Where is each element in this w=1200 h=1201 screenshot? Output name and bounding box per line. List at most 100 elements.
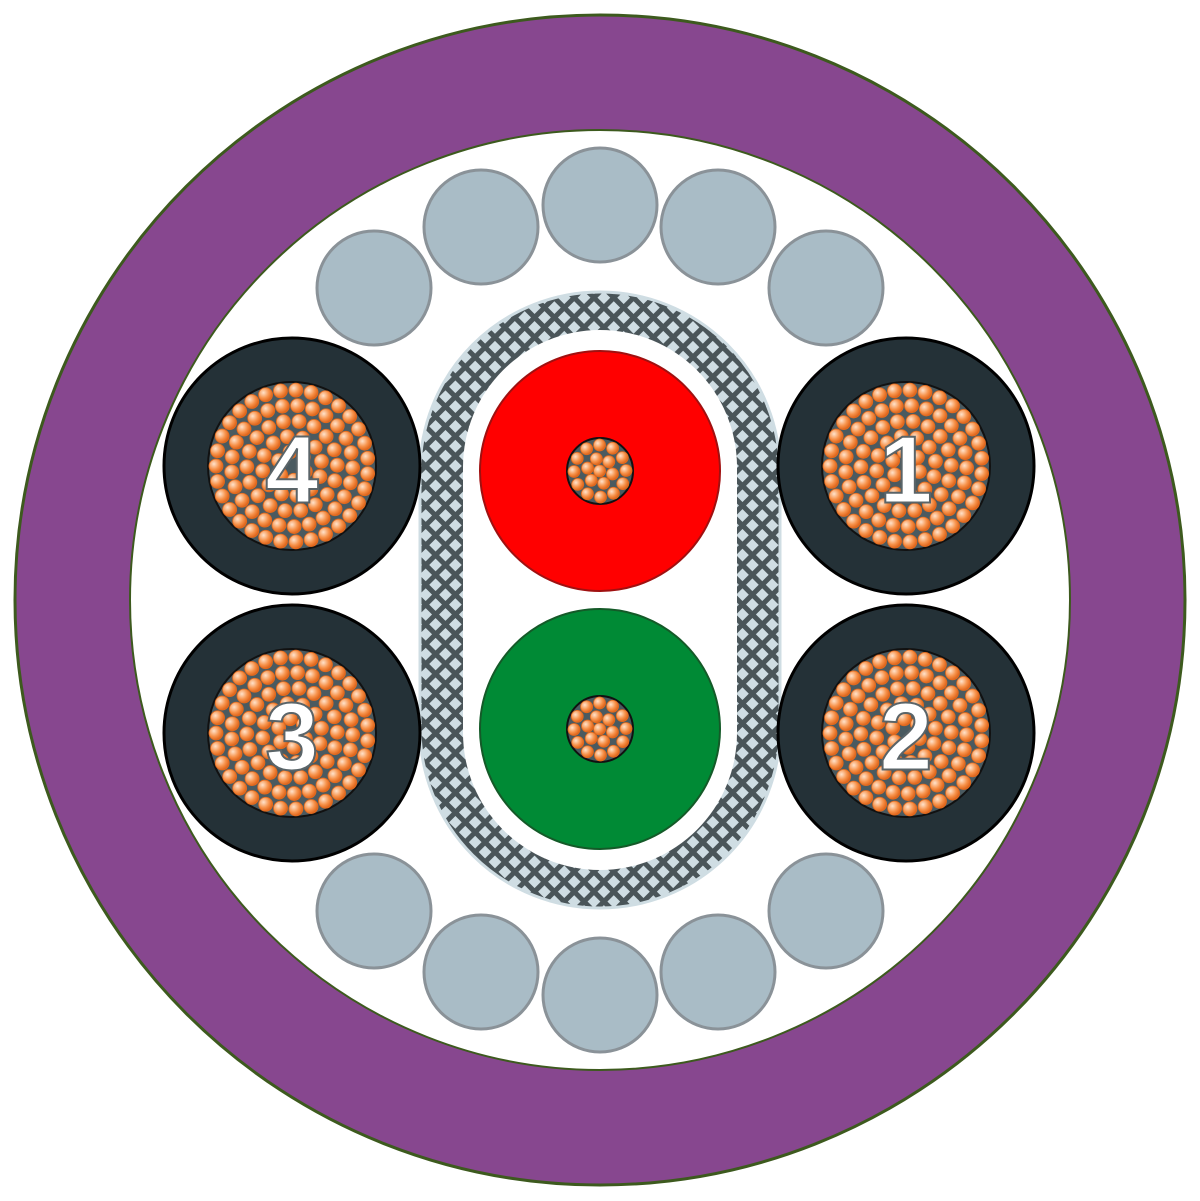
strand [338, 697, 354, 713]
strand [850, 688, 866, 704]
strand [879, 435, 895, 451]
strand [327, 768, 343, 784]
strand [242, 474, 258, 490]
strand [950, 489, 966, 505]
strand [288, 534, 304, 550]
strand [318, 675, 334, 691]
strand [874, 403, 890, 418]
strand [581, 461, 594, 475]
strand [932, 793, 947, 809]
conductor-strands [207, 648, 377, 818]
strand [273, 533, 288, 549]
strand [258, 387, 273, 403]
strand [602, 713, 616, 727]
strand [244, 771, 260, 786]
strand [887, 734, 902, 750]
strand [619, 722, 633, 735]
strand [326, 709, 342, 725]
strand [907, 502, 923, 518]
conductor-strands [566, 695, 634, 763]
strand [941, 768, 957, 784]
strand [329, 685, 345, 701]
strand [342, 508, 358, 523]
strand [853, 459, 869, 475]
strand [900, 519, 916, 534]
strand [887, 383, 902, 399]
strand [594, 748, 607, 762]
strand [291, 413, 307, 429]
strand [836, 769, 852, 784]
strand [828, 488, 844, 504]
conductor-strands [566, 437, 634, 505]
strand [303, 532, 319, 547]
strand [606, 441, 619, 455]
strand [932, 526, 947, 542]
strand [343, 445, 359, 460]
strand [905, 413, 921, 429]
strand [241, 710, 257, 726]
strand [872, 796, 888, 812]
strand [932, 428, 948, 444]
strand [838, 464, 854, 480]
strand [900, 739, 916, 755]
strand [887, 650, 902, 666]
strand [932, 695, 948, 711]
strand [342, 676, 358, 691]
strand [902, 534, 918, 550]
strand [301, 783, 317, 799]
strand [974, 717, 990, 733]
filler-strand [541, 936, 659, 1054]
strand [274, 486, 289, 502]
strand [360, 717, 376, 733]
strand [872, 654, 887, 670]
strand [956, 409, 972, 424]
strand [872, 387, 887, 403]
strand [965, 495, 980, 511]
strand [855, 710, 871, 726]
strand [318, 428, 334, 444]
strand [343, 712, 359, 727]
strand [903, 488, 919, 503]
strand [273, 800, 288, 816]
strand [301, 516, 317, 532]
strand [872, 529, 888, 545]
filler-strand [659, 168, 777, 286]
strand [932, 675, 948, 691]
strand [597, 734, 611, 748]
strand [291, 680, 307, 696]
strand [921, 439, 937, 455]
strand [357, 702, 372, 718]
strand [836, 502, 852, 517]
strand [846, 513, 862, 529]
strand [858, 661, 874, 676]
strand [255, 730, 270, 746]
strand [271, 453, 287, 468]
strand [214, 755, 230, 771]
strand [943, 724, 959, 740]
strand [974, 733, 990, 749]
strand [293, 502, 309, 518]
filler-strand [659, 913, 777, 1031]
strand [974, 466, 990, 482]
strand [902, 382, 918, 398]
strand [607, 744, 620, 758]
strand [909, 697, 924, 713]
strand [329, 418, 345, 434]
strand [616, 735, 630, 748]
strand [888, 665, 904, 681]
strand [971, 748, 986, 764]
strand [606, 467, 619, 481]
strand [327, 501, 343, 517]
strand [871, 779, 887, 795]
strand [856, 741, 872, 757]
strand [965, 688, 980, 704]
strand [911, 464, 927, 479]
strand [861, 410, 877, 426]
strand [594, 490, 607, 504]
strand [222, 682, 237, 698]
strand [822, 458, 838, 474]
strand [288, 382, 304, 398]
strand [915, 516, 931, 532]
strand [295, 430, 310, 446]
strand [228, 701, 244, 717]
